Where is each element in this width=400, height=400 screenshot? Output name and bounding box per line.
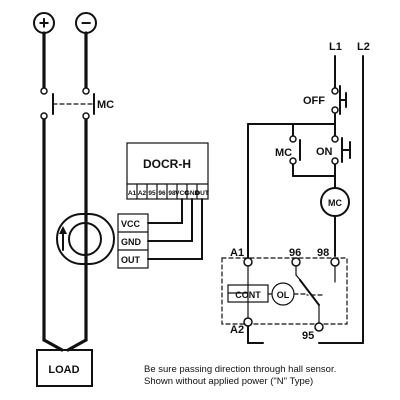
l1-label: L1 xyxy=(329,41,342,53)
dc-wires xyxy=(42,31,88,352)
positive-symbol: + xyxy=(39,13,50,33)
relay-terminal-strip xyxy=(136,183,198,200)
relay-title: DOCR-H xyxy=(143,157,191,171)
negative-symbol: − xyxy=(81,13,92,33)
load-box: LOAD xyxy=(36,349,93,387)
t96-label: 96 xyxy=(289,247,301,259)
relay-term-98: 98 xyxy=(168,190,176,197)
sensor-pin-out: OUT xyxy=(121,255,141,265)
control-wires xyxy=(247,55,364,344)
mc-contact-label: MC xyxy=(97,99,114,111)
on-button: ON xyxy=(316,135,351,165)
on-label: ON xyxy=(316,146,333,158)
mc-coil-label: MC xyxy=(328,198,342,208)
relay-term-gnd: GND xyxy=(185,190,200,197)
note-line-2: Shown without applied power ("N" Type) xyxy=(144,376,313,387)
mc-main-contacts: MC xyxy=(40,87,114,120)
relay-term-95: 95 xyxy=(148,190,156,197)
sensor-pin-vcc: VCC xyxy=(121,219,141,229)
sensor-pin-gnd: GND xyxy=(121,237,142,247)
a2-label: A2 xyxy=(230,324,244,336)
load-label: LOAD xyxy=(48,364,79,376)
mc-aux-contact: MC xyxy=(275,135,301,165)
sensor-pin-block: VCC GND OUT xyxy=(117,213,149,269)
mc-aux-label: MC xyxy=(275,147,292,159)
off-label: OFF xyxy=(303,95,325,107)
relay-term-a2: A2 xyxy=(138,190,147,197)
relay-term-96: 96 xyxy=(158,190,166,197)
hall-sensor xyxy=(56,213,115,265)
cont-label: CONT xyxy=(235,290,261,300)
relay-internal: A1 A2 96 98 95 CONT OL xyxy=(221,247,348,342)
off-button: OFF xyxy=(303,85,347,115)
mc-coil: MC xyxy=(320,187,350,217)
negative-terminal: − xyxy=(75,12,97,34)
positive-terminal: + xyxy=(33,12,55,34)
sensor-relay-wires xyxy=(147,198,203,260)
a1-label: A1 xyxy=(230,247,244,259)
relay-term-a1: A1 xyxy=(128,190,137,197)
ol-label: OL xyxy=(277,290,290,300)
docr-relay: DOCR-H A1 A2 95 96 98 VCC GND OUT xyxy=(126,142,209,200)
note-line-1: Be sure passing direction through hall s… xyxy=(144,364,336,375)
relay-term-out: OUT xyxy=(195,190,209,197)
t98-label: 98 xyxy=(317,247,329,259)
t95-label: 95 xyxy=(302,330,314,342)
l2-label: L2 xyxy=(357,41,370,53)
relay-term-vcc: VCC xyxy=(175,190,189,197)
